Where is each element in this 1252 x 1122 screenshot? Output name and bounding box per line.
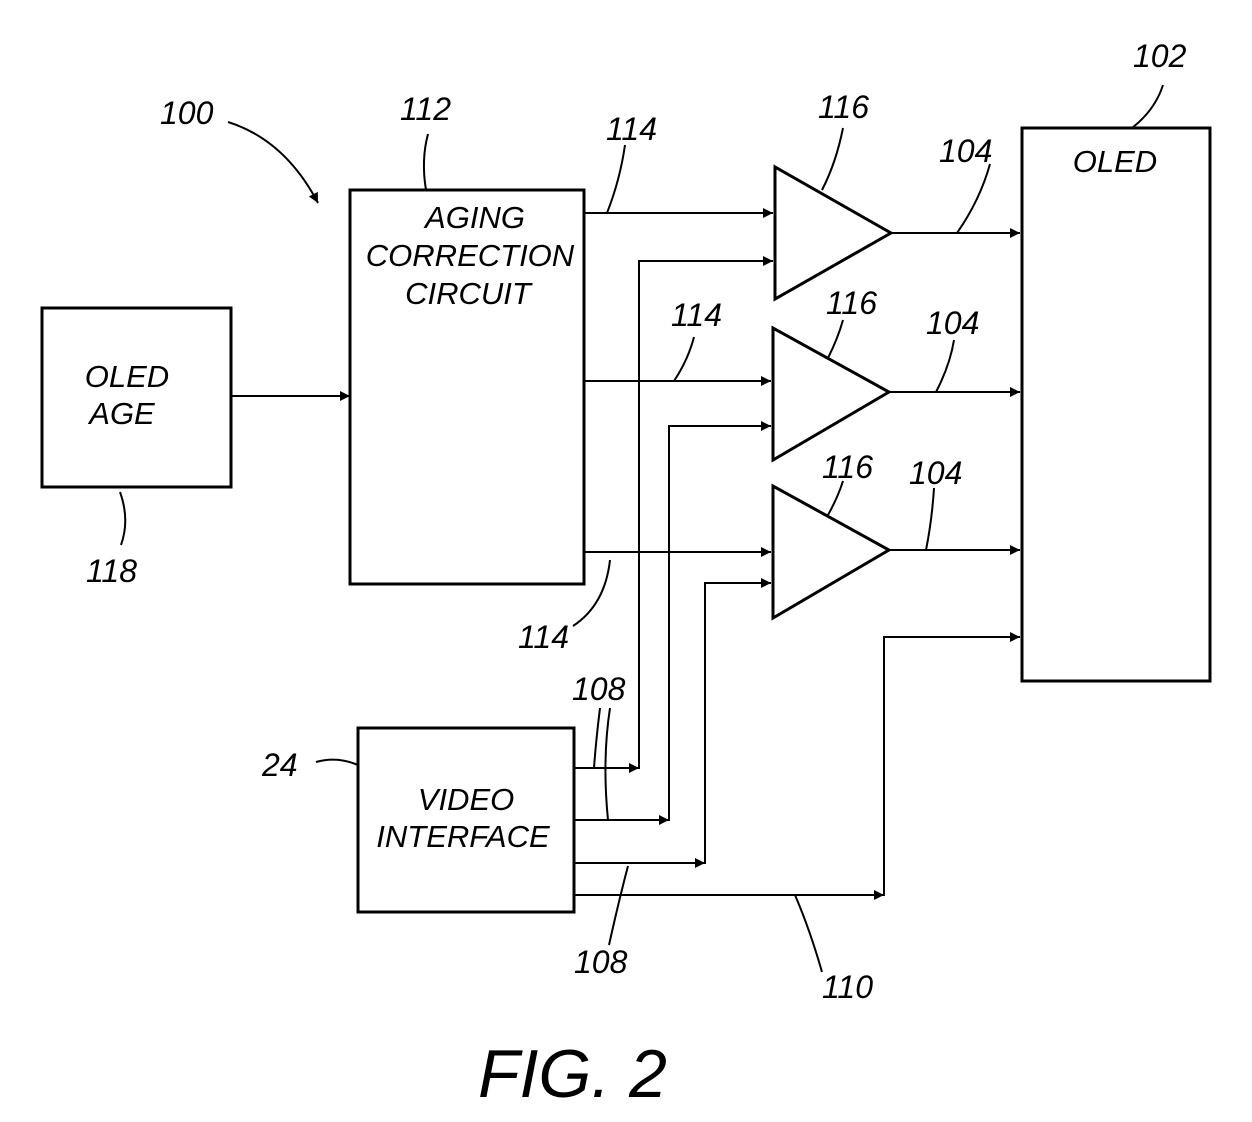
ref-video-signal-1: 108: [572, 671, 626, 707]
ref-correction-out-3: 114: [518, 619, 569, 655]
amplifier-2: [773, 328, 889, 460]
video-interface-label-line-1: VIDEO: [418, 782, 514, 817]
oled-age-block: OLED AGE: [42, 308, 231, 487]
ref-amplifier-2: 116: [826, 285, 877, 321]
ref-system: 100: [160, 95, 214, 131]
aging-correction-circuit-block: AGING CORRECTION CIRCUIT: [350, 190, 584, 584]
ref-video-interface: 24: [261, 747, 298, 783]
amplifier-1: [775, 167, 891, 299]
leader-lines: [120, 85, 1163, 972]
oled-display-block: OLED: [1022, 128, 1210, 681]
ref-amplifier-1: 116: [818, 89, 869, 125]
aging-correction-label-line-2: CORRECTION: [366, 238, 575, 273]
ref-amplifier-3: 116: [822, 449, 873, 485]
video-interface-label-line-2: INTERFACE: [376, 819, 550, 854]
ref-video-signal-2: 108: [574, 944, 628, 980]
video-interface-block: VIDEO INTERFACE: [358, 728, 574, 912]
amplifier-3: [773, 486, 889, 618]
aging-correction-label-line-1: AGING: [423, 200, 525, 235]
oled-age-label-line-2: AGE: [87, 396, 155, 431]
oled-display-label: OLED: [1073, 144, 1157, 179]
ref-correction-out-2: 114: [671, 297, 722, 333]
figure-label: FIG. 2: [478, 1036, 667, 1112]
ref-oled-age: 118: [86, 553, 137, 589]
ref-aging-correction: 112: [400, 91, 451, 127]
ref-drive-signal-1: 104: [939, 133, 992, 169]
ref-drive-signal-3: 104: [909, 455, 962, 491]
ref-sync-signal: 110: [822, 969, 873, 1005]
ref-oled-display: 102: [1133, 38, 1187, 74]
ref-drive-signal-2: 104: [926, 305, 979, 341]
ref-correction-out-1: 114: [606, 111, 657, 147]
aging-correction-label-line-3: CIRCUIT: [405, 276, 533, 311]
oled-age-label-line-1: OLED: [85, 359, 169, 394]
